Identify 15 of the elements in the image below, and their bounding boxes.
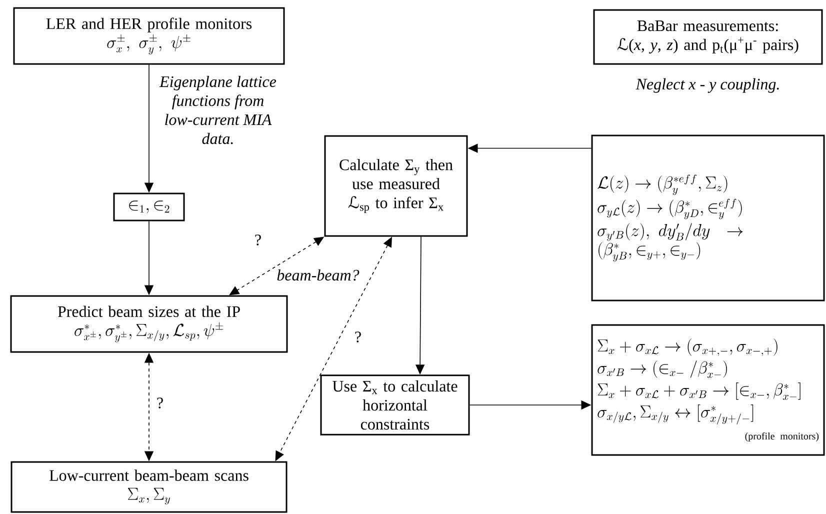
process-box: $\mathcal{L}(z) \to (\beta_y^{*eff}, \Sigma_z)$ $\sigma_{y\mathcal{L}}(z) \to (\beta^*_{yD}, \in_y^{eff})$ $\sigma_{y'B}(z),\ dy'_B/dy \to (\beta^*_{yB}, \mathord{\in}_{y+}, \mathord{\in}_{y-})$ xyxy=(591,134,825,302)
process-box: Low-current beam-beam scans $\Sigma_x , \Sigma_y$ xyxy=(10,461,288,513)
process-box: BaBar measurements: ℒ(x, y, z) and p$_{t}$(μ$^{+}$μ$^{-}$ pairs) xyxy=(593,9,823,65)
edge-label: ? xyxy=(155,396,165,410)
process-box: $\in_1 , \in_2$ xyxy=(113,192,185,222)
note-text: Neglect x - y coupling. xyxy=(636,78,779,93)
process-box: Predict beam sizes at the IP $\sigma^*_{x^\pm} , \sigma^*_{y^\pm} , \Sigma_{x/y} , \mathcal{L}_{sp} , \psi^{\pm}$ xyxy=(10,295,288,353)
edge-label: Eigenplane lattice functions from low-current MIA data. xyxy=(158,74,278,146)
process-box: Calculate Σ$_{y}$ then use measured ℒ$_{sp}$ to infer Σ$_{x}$ xyxy=(324,135,468,237)
process-box: Use Σ$_{x}$ to calculate horizontal constraints xyxy=(320,374,470,436)
edge-label: ? xyxy=(353,330,363,344)
edge-label: ? xyxy=(253,234,263,246)
process-box: LER and HER profile monitors $\sigma_x^{\pm},\ \sigma_y^{\pm},\ \psi^{\pm}$ xyxy=(13,7,285,65)
annotation-text: beam-beam? xyxy=(276,268,360,282)
process-box: $\Sigma_x + \sigma_{x\mathcal{L}} \to (\sigma_{x+,-} , \sigma_{x-,+})$ $\sigma_{x'B} \to (\in_{x-} / \beta^*_{x-})$ $\Sigma_x + \sigma_{x\mathcal{L}} + \sigma_{x'B} \to [\in_{x-} , \beta^*_{x-}]$ $\sigma_{x/y\mathcal{L}} , \Sigma_{x/y} \leftrightarrow [\sigma^*_{x/y+/-}]$ (profile monitors) xyxy=(591,324,825,456)
